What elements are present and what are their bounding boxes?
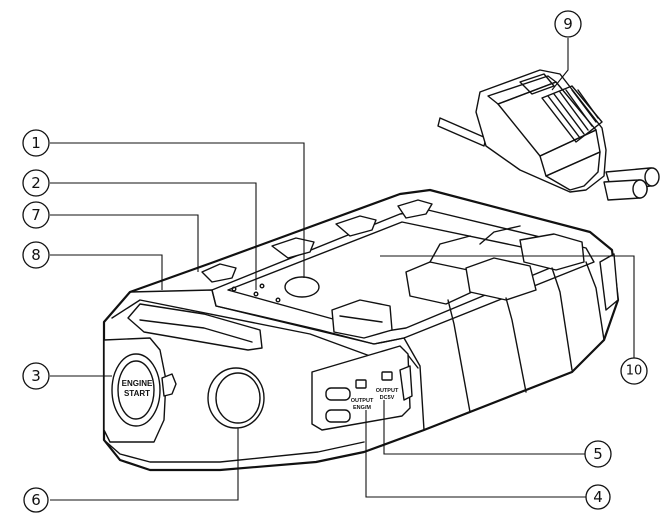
- engine-start-button-group: ENGINE START: [103, 337, 177, 443]
- callout-10: 10: [620, 357, 648, 385]
- callout-5: 5: [584, 440, 612, 468]
- engine-start-label-line2: START: [124, 389, 150, 398]
- output-port-panel: OUTPUT ENG/M OUTPUT DC5V: [311, 345, 413, 431]
- smart-clamp-connector: [437, 69, 660, 201]
- engine-start-label-line1: ENGINE: [122, 379, 153, 388]
- callout-3-label: 3: [31, 367, 41, 385]
- port-label-b-line1: OUTPUT: [376, 388, 399, 394]
- side-rubber-ridges: [201, 199, 619, 431]
- flashlight: [207, 367, 265, 429]
- callout-4: 4: [585, 484, 611, 510]
- callout-10-label: 10: [626, 364, 643, 379]
- callout-6-label: 6: [31, 491, 41, 509]
- callout-7-label: 7: [31, 206, 41, 224]
- callout-6: 6: [23, 487, 49, 513]
- callout-9-label: 9: [563, 15, 573, 33]
- callout-1-label: 1: [31, 134, 41, 152]
- callout-2-label: 2: [31, 174, 41, 192]
- leader-lines: [50, 38, 635, 501]
- output-port-engine-lower: [325, 409, 351, 423]
- jump-starter-body: ENGINE START OUTPUT ENG/M OUTPUT DC5V: [102, 188, 620, 472]
- callout-1: 1: [22, 129, 50, 157]
- callout-4-label: 4: [593, 488, 603, 506]
- battery-indicator-leds: [231, 283, 281, 303]
- port-label-b-line2: DC5V: [380, 395, 395, 401]
- callout-9: 9: [554, 10, 582, 38]
- output-port-dc5v: [355, 379, 367, 389]
- output-port-engine: [325, 387, 351, 401]
- engine-start-button: [111, 353, 161, 427]
- power-button: [284, 276, 320, 298]
- port-label-a-line1: OUTPUT: [351, 398, 374, 404]
- callout-5-label: 5: [593, 445, 603, 463]
- callout-3: 3: [22, 362, 50, 390]
- connector-prongs: [603, 167, 660, 201]
- callout-8: 8: [22, 241, 50, 269]
- callout-2: 2: [22, 169, 50, 197]
- callout-8-label: 8: [31, 246, 41, 264]
- grip-ribs: [541, 85, 603, 143]
- callout-7: 7: [22, 201, 50, 229]
- port-label-a-line2: ENG/M: [353, 405, 371, 411]
